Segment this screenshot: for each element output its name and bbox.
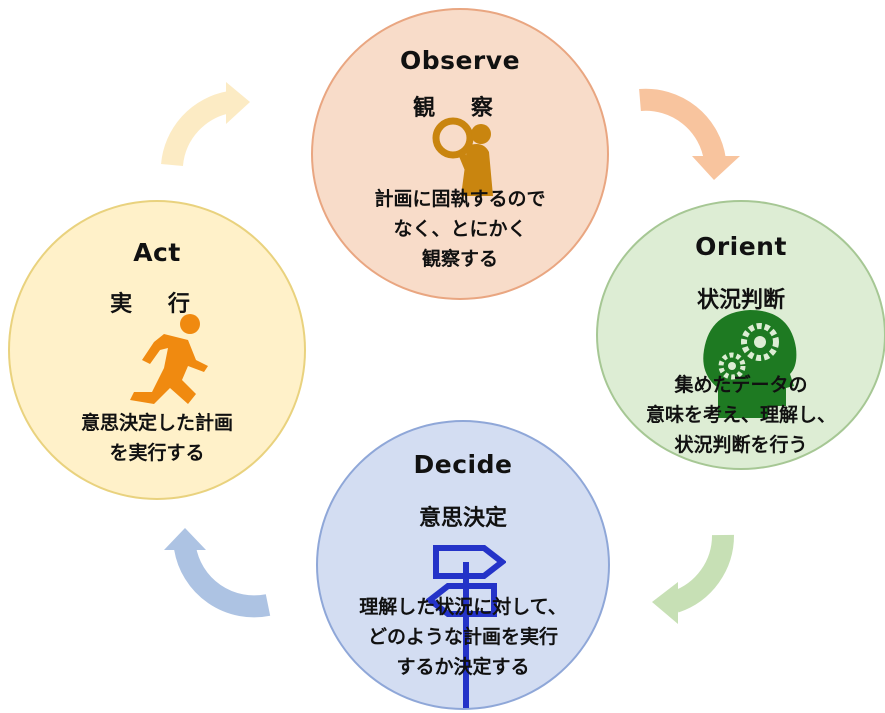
act-node: Act 実 行 意思決定した計画 を実行する bbox=[8, 200, 306, 500]
observe-title: Observe bbox=[399, 46, 521, 75]
act-title: Act bbox=[133, 238, 181, 267]
observe-description: 計画に固執するので なく、とにかく 観察する bbox=[374, 188, 546, 270]
signpost-icon bbox=[426, 545, 506, 708]
act-description: 意思決定した計画 を実行する bbox=[80, 412, 233, 464]
observe-node: Observe 観 察 計画に固執するので なく、とにかく 観察する bbox=[311, 8, 609, 300]
orient-description: 集めたデータの 意味を考え、理解し、 状況判断を行う bbox=[645, 374, 836, 456]
orient-title-ja: 状況判断 bbox=[696, 288, 785, 313]
arrow-decide-to-act bbox=[164, 528, 271, 618]
decide-title: Decide bbox=[413, 450, 513, 479]
running-person-icon bbox=[130, 314, 208, 404]
observe-title-ja: 観 察 bbox=[413, 96, 507, 121]
decide-node: Decide 意思決定 理解した状況に対して、 どのような計画を実行 するか決定… bbox=[316, 420, 610, 710]
act-title-ja: 実 行 bbox=[110, 292, 204, 317]
decide-description: 理解した状況に対して、 どのような計画を実行 するか決定する bbox=[359, 596, 567, 678]
decide-title-ja: 意思決定 bbox=[418, 506, 507, 531]
orient-node: Orient 状況判断 集めたデータの 意味を考え、理解し、 状況判断を行う bbox=[596, 200, 885, 470]
arrow-act-to-observe bbox=[161, 82, 250, 167]
arrow-observe-to-orient bbox=[639, 88, 740, 180]
arrow-orient-to-decide bbox=[652, 534, 735, 624]
magnifier-person-icon bbox=[432, 117, 493, 196]
head-gears-icon bbox=[703, 310, 797, 418]
orient-title: Orient bbox=[695, 232, 787, 261]
